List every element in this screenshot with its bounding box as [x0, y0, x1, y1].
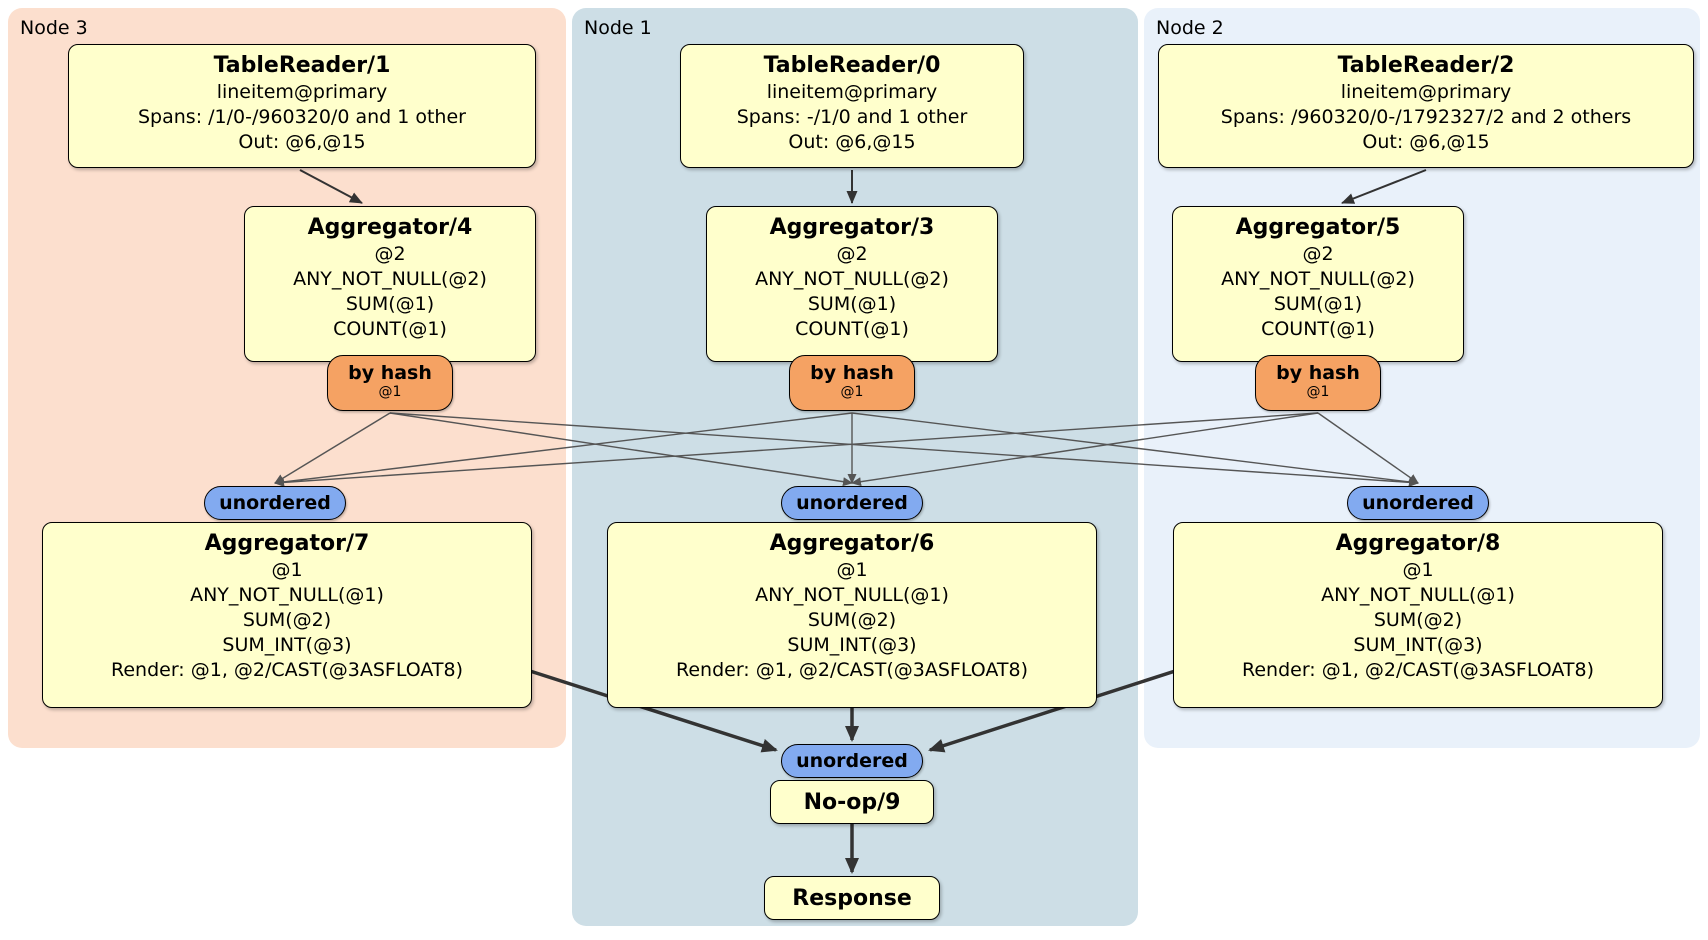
- processor-detail: @2: [1302, 243, 1334, 265]
- unordered-stream-pill-3: unordered: [204, 486, 346, 520]
- processor-detail: ANY_NOT_NULL(@1): [190, 584, 384, 606]
- edge-router2-stream1: [851, 412, 1319, 487]
- router-detail: @1: [840, 384, 864, 400]
- processor-title: Aggregator/6: [769, 531, 935, 556]
- aggregator-box-7: Aggregator/7 @1 ANY_NOT_NULL(@1) SUM(@2)…: [42, 522, 532, 708]
- hash-router-pill-3: by hash @1: [327, 355, 453, 411]
- processor-detail: lineitem@primary: [216, 81, 388, 103]
- response-box: Response: [764, 876, 940, 920]
- processor-detail: SUM(@1): [807, 293, 897, 315]
- processor-detail: @1: [836, 559, 868, 581]
- edge-tr1-agg4: [299, 169, 363, 204]
- processor-detail: SUM(@1): [1273, 293, 1363, 315]
- node-region-label-1: Node 1: [584, 17, 652, 39]
- edge-router1-stream2: [851, 412, 1419, 487]
- processor-detail: ANY_NOT_NULL(@2): [1221, 268, 1415, 290]
- processor-detail: Spans: /1/0-/960320/0 and 1 other: [138, 106, 466, 128]
- processor-detail: Render: @1, @2/CAST(@3ASFLOAT8): [111, 659, 463, 681]
- processor-detail: SUM(@2): [1373, 609, 1463, 631]
- processor-detail: @2: [836, 243, 868, 265]
- processor-detail: Spans: /960320/0-/1792327/2 and 2 others: [1220, 106, 1632, 128]
- router-label: by hash: [810, 362, 894, 384]
- node-region-label-3: Node 3: [20, 17, 88, 39]
- processor-detail: SUM(@2): [807, 609, 897, 631]
- aggregator-box-8: Aggregator/8 @1 ANY_NOT_NULL(@1) SUM(@2)…: [1173, 522, 1663, 708]
- table-reader-box-0: TableReader/0 lineitem@primary Spans: -/…: [680, 44, 1024, 168]
- unordered-stream-pill-1: unordered: [781, 486, 923, 520]
- processor-detail: @2: [374, 243, 406, 265]
- processor-title: Aggregator/4: [307, 215, 473, 240]
- processor-detail: ANY_NOT_NULL(@2): [755, 268, 949, 290]
- router-label: by hash: [1276, 362, 1360, 384]
- processor-detail: COUNT(@1): [333, 318, 447, 340]
- hash-router-pill-2: by hash @1: [1255, 355, 1381, 411]
- processor-detail: Spans: -/1/0 and 1 other: [736, 106, 968, 128]
- processor-title: TableReader/0: [763, 53, 941, 78]
- processor-title: TableReader/2: [1337, 53, 1515, 78]
- unordered-stream-pill-final: unordered: [781, 744, 923, 778]
- processor-detail: Out: @6,@15: [238, 131, 366, 153]
- processor-detail: ANY_NOT_NULL(@1): [1321, 584, 1515, 606]
- processor-title: Aggregator/8: [1335, 531, 1501, 556]
- edge-router3-stream3: [274, 412, 391, 484]
- processor-title: Aggregator/7: [204, 531, 370, 556]
- processor-detail: SUM_INT(@3): [222, 634, 352, 656]
- processor-detail: ANY_NOT_NULL(@2): [293, 268, 487, 290]
- edge-router3-stream1: [389, 412, 853, 487]
- edge-router3-stream2: [389, 412, 1419, 487]
- processor-title: Aggregator/3: [769, 215, 935, 240]
- aggregator-box-3: Aggregator/3 @2 ANY_NOT_NULL(@2) SUM(@1)…: [706, 206, 998, 362]
- processor-detail: SUM_INT(@3): [787, 634, 917, 656]
- processor-detail: SUM_INT(@3): [1353, 634, 1483, 656]
- noop-box: No-op/9: [770, 780, 934, 824]
- unordered-stream-pill-2: unordered: [1347, 486, 1489, 520]
- router-detail: @1: [378, 384, 402, 400]
- processor-detail: Out: @6,@15: [788, 131, 916, 153]
- processor-detail: ANY_NOT_NULL(@1): [755, 584, 949, 606]
- router-detail: @1: [1306, 384, 1330, 400]
- edge-router2-stream2: [1317, 412, 1419, 484]
- processor-detail: COUNT(@1): [795, 318, 909, 340]
- processor-detail: SUM(@1): [345, 293, 435, 315]
- processor-detail: Render: @1, @2/CAST(@3ASFLOAT8): [676, 659, 1028, 681]
- edge-tr2-agg5: [1341, 169, 1427, 204]
- processor-title: TableReader/1: [213, 53, 391, 78]
- processor-detail: lineitem@primary: [766, 81, 938, 103]
- table-reader-box-2: TableReader/2 lineitem@primary Spans: /9…: [1158, 44, 1694, 168]
- processor-detail: Render: @1, @2/CAST(@3ASFLOAT8): [1242, 659, 1594, 681]
- processor-detail: @1: [1402, 559, 1434, 581]
- router-label: by hash: [348, 362, 432, 384]
- table-reader-box-1: TableReader/1 lineitem@primary Spans: /1…: [68, 44, 536, 168]
- processor-detail: COUNT(@1): [1261, 318, 1375, 340]
- aggregator-box-5: Aggregator/5 @2 ANY_NOT_NULL(@2) SUM(@1)…: [1172, 206, 1464, 362]
- processor-detail: SUM(@2): [242, 609, 332, 631]
- aggregator-box-4: Aggregator/4 @2 ANY_NOT_NULL(@2) SUM(@1)…: [244, 206, 536, 362]
- node-region-label-2: Node 2: [1156, 17, 1224, 39]
- processor-title: Aggregator/5: [1235, 215, 1401, 240]
- processor-detail: Out: @6,@15: [1362, 131, 1490, 153]
- processor-detail: @1: [271, 559, 303, 581]
- edge-router1-stream3: [274, 412, 853, 487]
- edge-router2-stream3: [274, 412, 1319, 487]
- hash-router-pill-1: by hash @1: [789, 355, 915, 411]
- aggregator-box-6: Aggregator/6 @1 ANY_NOT_NULL(@1) SUM(@2)…: [607, 522, 1097, 708]
- processor-detail: lineitem@primary: [1340, 81, 1512, 103]
